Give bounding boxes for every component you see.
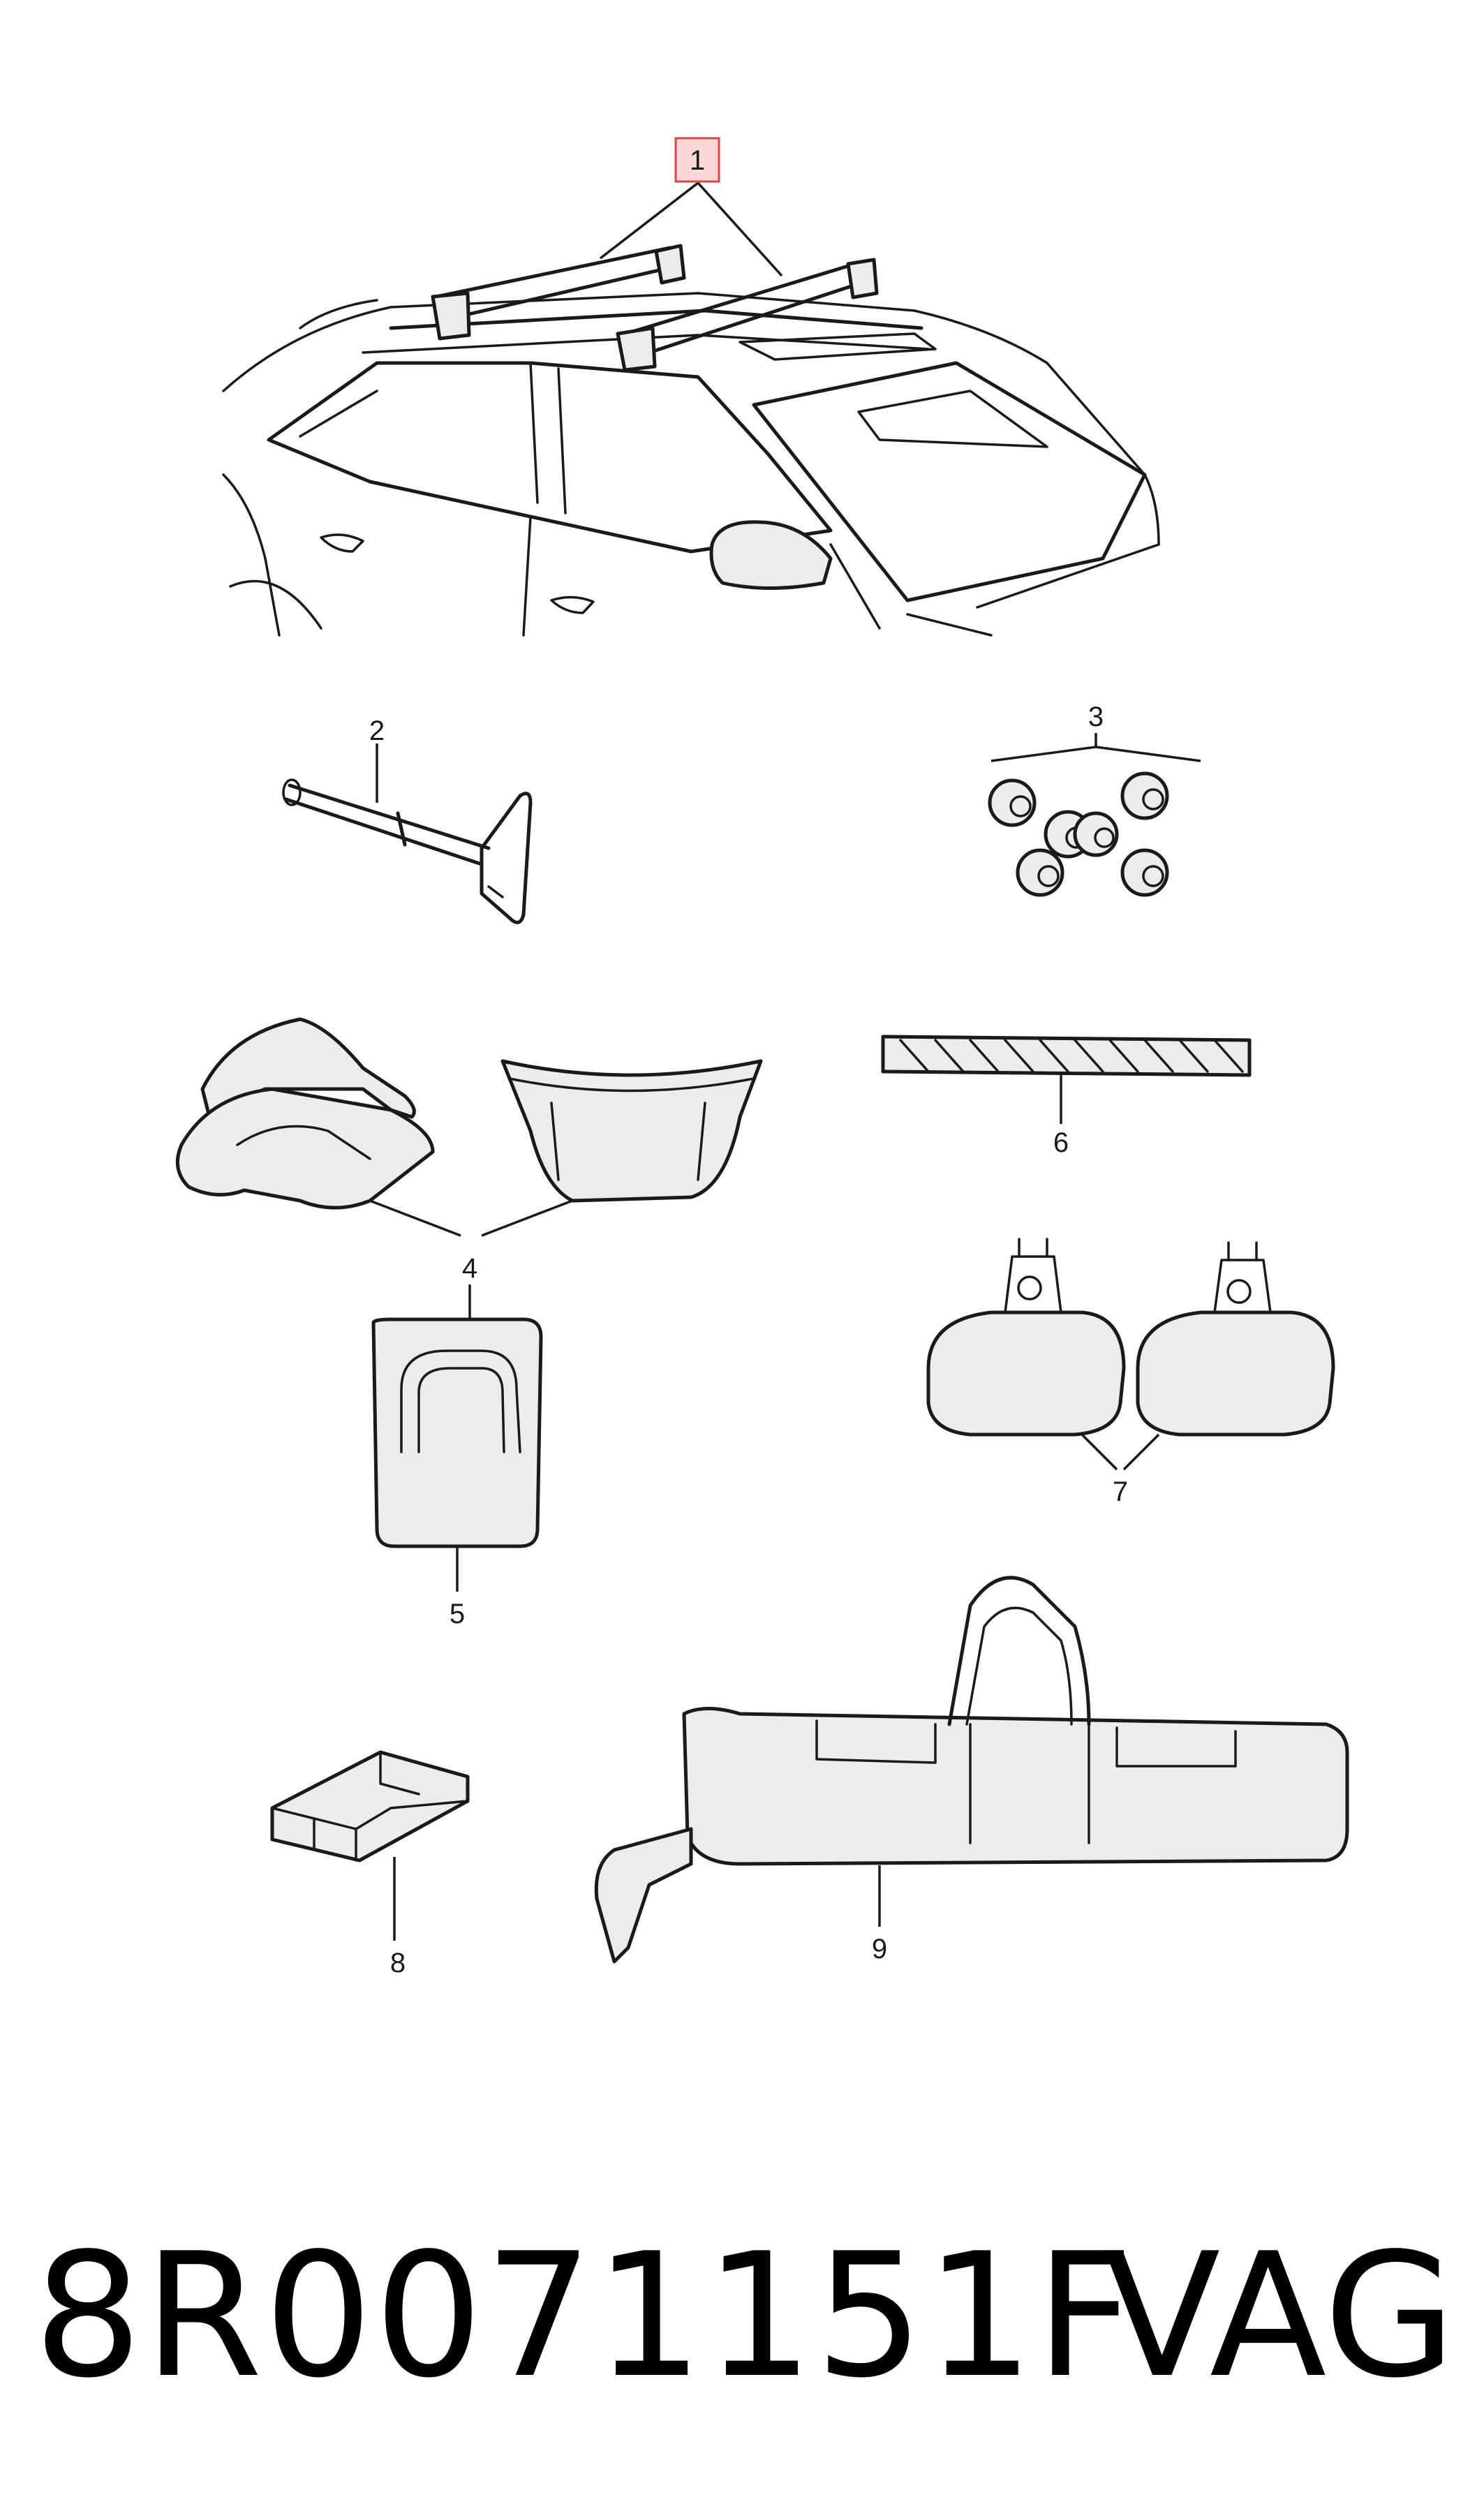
callout-2: 2: [369, 716, 385, 746]
brand-name: VAG: [1103, 2216, 1456, 2415]
mounting-key: [282, 743, 533, 924]
callout-6: 6: [1053, 1127, 1069, 1158]
car-with-roof-bars: [222, 182, 1160, 637]
foam-strip: [881, 1035, 1252, 1124]
rubber-pad: [371, 1317, 543, 1592]
callout-1-highlight: [674, 137, 720, 183]
storage-bag: [594, 1576, 1349, 1964]
end-covers: [175, 1017, 763, 1319]
mounting-clamps: [926, 1238, 1335, 1471]
callout-7: 7: [1113, 1476, 1128, 1507]
support-block: [270, 1750, 470, 1941]
callout-3: 3: [1088, 702, 1104, 732]
part-number: 8R0071151F: [34, 2216, 1136, 2415]
callout-5: 5: [450, 1599, 465, 1629]
callout-4: 4: [462, 1253, 477, 1284]
callout-8: 8: [390, 1948, 406, 1978]
callout-1: 1: [690, 145, 705, 176]
callout-9: 9: [872, 1934, 887, 1964]
lock-cylinders: [988, 733, 1201, 897]
